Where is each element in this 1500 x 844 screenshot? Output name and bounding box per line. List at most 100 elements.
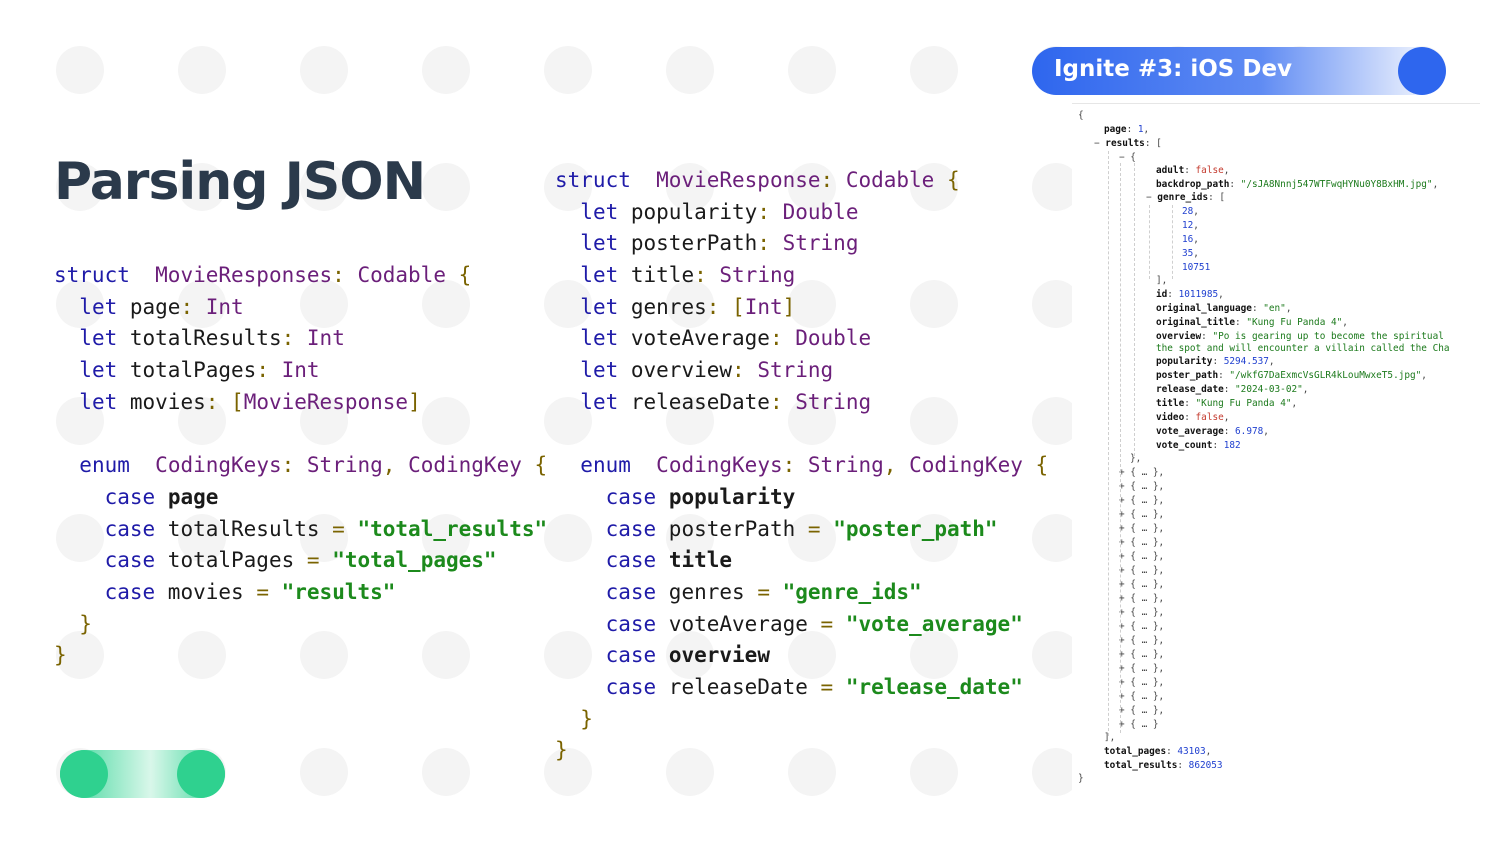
background-dot <box>544 46 592 94</box>
json-line: total_pages: 43103, <box>1104 745 1211 759</box>
code-line: let page: Int <box>54 292 547 324</box>
code-token: posterPath <box>618 231 758 256</box>
background-dot <box>56 46 104 94</box>
json-line[interactable]: + { … }, <box>1119 480 1164 494</box>
json-line[interactable]: + { … } <box>1119 718 1159 732</box>
background-dot <box>300 748 348 796</box>
json-token: 182 <box>1223 440 1241 451</box>
code-line: } <box>555 735 1048 767</box>
json-line[interactable]: + { … }, <box>1119 550 1164 564</box>
json-token: , <box>1193 248 1199 259</box>
code-token <box>555 643 606 667</box>
code-line: case totalResults = "total_results" <box>54 514 548 546</box>
code-line: let totalResults: Int <box>54 323 547 355</box>
code-token: MovieResponses <box>155 263 333 287</box>
json-viewer-panel: {page: 1,− results: [− {adult: false,bac… <box>1072 103 1480 796</box>
json-token: − <box>1146 192 1158 203</box>
background-dot <box>788 280 836 328</box>
json-line[interactable]: + { … }, <box>1119 690 1164 704</box>
json-token: + { … }, <box>1119 635 1165 646</box>
json-token: : <box>1218 370 1230 381</box>
code-token: let <box>580 326 619 351</box>
json-line[interactable]: + { … }, <box>1119 564 1164 578</box>
json-line[interactable]: + { … }, <box>1119 578 1164 592</box>
code-token: voteAverage <box>656 611 821 636</box>
json-token: + { … }, <box>1119 467 1165 478</box>
code-token: : <box>256 358 282 383</box>
code-token <box>821 517 834 541</box>
code-token <box>656 643 669 667</box>
background-dot <box>422 46 470 94</box>
json-token: − { <box>1119 152 1136 163</box>
code-token: MovieResponse <box>243 389 409 414</box>
json-token: , <box>1223 412 1230 423</box>
json-token: + { … }, <box>1119 705 1165 716</box>
background-dot <box>544 280 592 328</box>
json-line[interactable]: − genre_ids: [ <box>1146 191 1225 205</box>
code-line: case voteAverage = "vote_average" <box>555 609 1048 641</box>
code-token <box>155 485 168 509</box>
code-token <box>555 707 580 731</box>
json-line[interactable]: − results: [ <box>1094 137 1162 151</box>
code-token: : <box>281 326 307 351</box>
code-token: let <box>79 326 118 351</box>
code-line: let posterPath: String <box>555 228 1048 260</box>
code-token: case <box>605 675 657 699</box>
background-dot <box>1032 397 1080 445</box>
background-dot <box>56 163 104 211</box>
json-line: title: "Kung Fu Panda 4", <box>1156 397 1297 411</box>
json-line: original_title: "Kung Fu Panda 4", <box>1156 316 1348 330</box>
json-line[interactable]: + { … }, <box>1119 508 1164 522</box>
code-token: Int <box>744 294 783 319</box>
json-line[interactable]: − { <box>1119 151 1136 165</box>
json-line[interactable]: + { … }, <box>1119 536 1164 550</box>
background-dot <box>178 397 226 445</box>
code-token <box>54 612 79 636</box>
json-line[interactable]: + { … }, <box>1119 676 1164 690</box>
code-token: case <box>605 611 657 636</box>
json-token: total_results <box>1104 760 1178 771</box>
json-token: release_date <box>1156 384 1224 395</box>
json-token: 10751 <box>1182 262 1211 273</box>
code-token: = <box>820 611 834 636</box>
json-line[interactable]: + { … }, <box>1119 648 1164 662</box>
code-token: { <box>521 453 548 478</box>
json-token: + { … }, <box>1119 607 1165 618</box>
code-token: Int <box>281 358 320 383</box>
json-line[interactable]: + { … }, <box>1119 522 1164 536</box>
json-token: : <box>1167 289 1179 300</box>
json-line: adult: false, <box>1156 164 1229 178</box>
code-token: Double <box>795 326 872 351</box>
json-token: adult <box>1156 165 1185 176</box>
code-token: title <box>618 263 695 288</box>
background-dot <box>178 514 226 562</box>
json-line[interactable]: + { … }, <box>1119 466 1164 480</box>
json-line: popularity: 5294.537, <box>1156 355 1275 369</box>
code-token <box>631 453 656 477</box>
code-token: Int <box>205 294 244 319</box>
code-token: : [ <box>205 389 244 414</box>
code-token: : <box>769 389 796 414</box>
json-line[interactable]: + { … }, <box>1119 606 1164 620</box>
background-dot <box>422 514 470 562</box>
code-token: case <box>605 516 657 541</box>
json-line: the spot and will encounter a villain ca… <box>1156 342 1450 356</box>
json-token: "Kung Fu Panda 4" <box>1246 317 1343 328</box>
json-tree-guide <box>1172 205 1173 279</box>
json-line[interactable]: + { … }, <box>1119 634 1164 648</box>
code-token <box>656 548 669 572</box>
code-token: let <box>79 294 118 319</box>
json-line[interactable]: + { … }, <box>1119 620 1164 634</box>
json-token: + { … }, <box>1119 593 1165 604</box>
json-line[interactable]: + { … }, <box>1119 662 1164 676</box>
code-token: releaseDate <box>618 389 770 414</box>
background-dot <box>788 631 836 679</box>
json-token: , <box>1432 179 1439 190</box>
json-line[interactable]: + { … }, <box>1119 704 1164 718</box>
json-line: 28, <box>1182 205 1199 219</box>
json-line[interactable]: + { … }, <box>1119 592 1164 606</box>
json-token: + { … }, <box>1119 677 1165 688</box>
background-dot <box>422 631 470 679</box>
json-line[interactable]: + { … }, <box>1119 494 1164 508</box>
code-line: case overview <box>555 640 1048 672</box>
